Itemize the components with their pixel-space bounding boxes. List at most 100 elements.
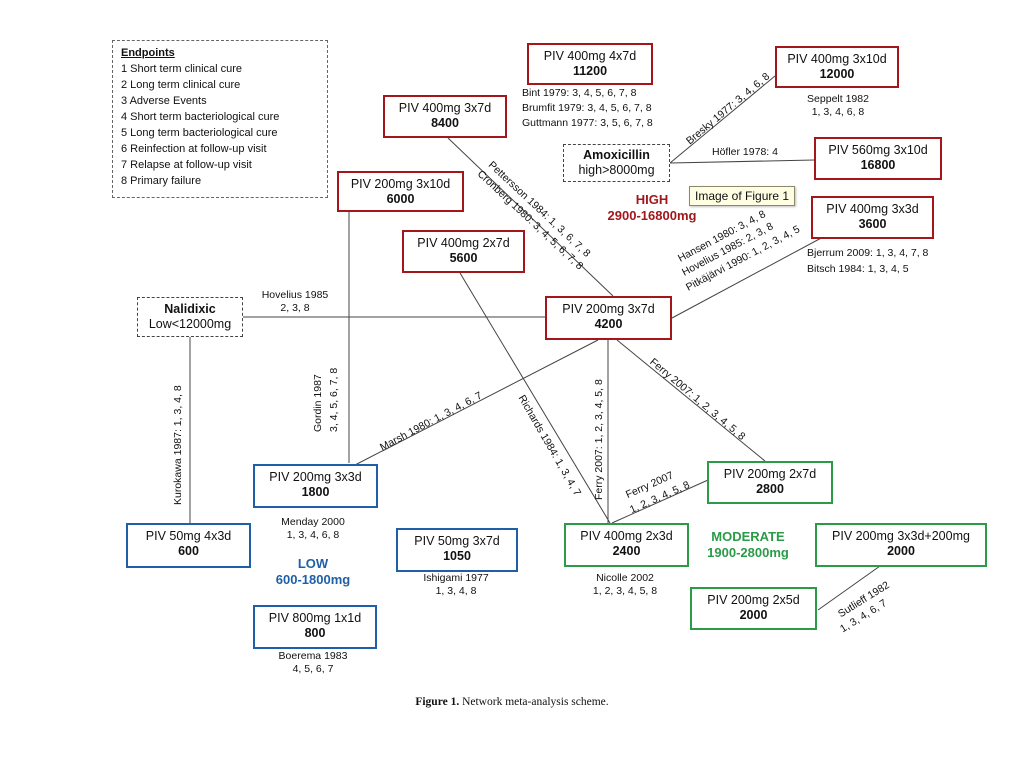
study-endpoints: 1, 3, 4, 6, 8: [286, 529, 340, 541]
category-range: 600-1800mg: [275, 572, 351, 587]
node-piv400-2x7d: PIV 400mg 2x7d 5600: [402, 230, 525, 273]
caption-text: Network meta-analysis scheme.: [462, 696, 609, 708]
study-endpoints: 1, 2, 3, 4, 5, 8: [592, 585, 658, 597]
study-label-guttmann: Guttmann 1977: 3, 5, 6, 7, 8: [522, 117, 653, 129]
node-label: PIV 200mg 3x10d: [350, 177, 451, 191]
edge-4200-1800: [354, 339, 599, 466]
edge-5600-2400: [459, 272, 611, 524]
node-piv200-3x3d: PIV 200mg 3x3d 1800: [253, 464, 378, 508]
node-dose: 2800: [756, 482, 784, 496]
node-piv400-3x10d: PIV 400mg 3x10d 12000: [775, 46, 899, 88]
node-piv200-2x5d: PIV 200mg 2x5d 2000: [690, 587, 817, 630]
node-piv200-3x3d-200: PIV 200mg 3x3d+200mg 2000: [815, 523, 987, 567]
node-piv800-1x1d: PIV 800mg 1x1d 800: [253, 605, 377, 649]
study-name: Boerema 1983: [278, 650, 348, 662]
category-label: HIGH: [635, 192, 669, 207]
node-dose: 2400: [612, 544, 641, 558]
node-piv50-4x3d: PIV 50mg 4x3d 600: [126, 523, 251, 568]
node-dose: 12000: [819, 67, 855, 81]
legend-item: 3 Adverse Events: [121, 95, 207, 107]
node-dose: high>8000mg: [578, 163, 655, 177]
node-amoxicillin: Amoxicillin high>8000mg: [563, 144, 670, 182]
endpoints-legend: Endpoints 1 Short term clinical cure 2 L…: [112, 40, 328, 198]
study-name: Nicolle 2002: [596, 572, 654, 584]
study-name: Hovelius 1985: [261, 289, 329, 301]
category-low: LOW 600-1800mg: [263, 556, 363, 588]
node-dose: 1800: [301, 485, 330, 499]
node-label: Nalidixic: [164, 302, 216, 316]
edge-amox-16800: [669, 159, 815, 164]
category-label: MODERATE: [711, 529, 785, 544]
node-label: PIV 200mg 3x7d: [562, 302, 655, 316]
node-piv400-3x3d: PIV 400mg 3x3d 3600: [811, 196, 934, 239]
node-label: PIV 200mg 3x3d+200mg: [832, 529, 970, 543]
caption-label: Figure 1.: [415, 696, 460, 708]
study-label-bjerrum: Bjerrum 2009: 1, 3, 4, 7, 8: [807, 247, 929, 259]
node-piv200-3x7d: PIV 200mg 3x7d 4200: [545, 296, 672, 340]
legend-item: 6 Reinfection at follow-up visit: [121, 143, 267, 155]
node-dose: 800: [304, 626, 326, 640]
study-label-gordin-a: Gordin 1987: [312, 374, 324, 432]
study-endpoints: 2, 3, 8: [280, 302, 310, 314]
node-dose: 4200: [594, 317, 623, 331]
node-dose: 6000: [386, 192, 415, 206]
study-endpoints: 4, 5, 6, 7: [292, 663, 334, 675]
node-dose: 600: [178, 544, 199, 558]
node-dose: 5600: [449, 251, 478, 265]
node-piv200-2x7d: PIV 200mg 2x7d 2800: [707, 461, 833, 504]
node-nalidixic: Nalidixic Low<12000mg: [137, 297, 243, 337]
study-endpoints: 1, 3, 4, 6, 8: [811, 106, 865, 118]
study-label-brumfit: Brumfit 1979: 3, 4, 5, 6, 7, 8: [522, 102, 652, 114]
node-label: PIV 800mg 1x1d: [268, 611, 362, 625]
legend-item: 4 Short term bacteriological cure: [121, 111, 280, 123]
legend-item: 1 Short term clinical cure: [121, 63, 243, 75]
node-label: PIV 560mg 3x10d: [828, 143, 928, 157]
category-label: LOW: [297, 556, 329, 571]
edge-8400-4200: [447, 137, 614, 297]
category-moderate: MODERATE 1900-2800mg: [694, 529, 802, 561]
node-label: Amoxicillin: [583, 148, 650, 162]
node-dose: 16800: [860, 158, 896, 172]
study-label-ferry-vertical: Ferry 2007: 1, 2, 3, 4, 5, 8: [593, 379, 605, 500]
node-piv400-4x7d: PIV 400mg 4x7d 11200: [527, 43, 653, 85]
node-dose: 3600: [858, 217, 887, 231]
node-dose: 1050: [443, 549, 471, 563]
legend-item: 2 Long term clinical cure: [121, 79, 241, 91]
node-label: PIV 400mg 3x7d: [398, 101, 492, 115]
edge-amox-12000: [669, 75, 776, 164]
node-label: PIV 400mg 4x7d: [543, 49, 637, 63]
study-endpoints: 1, 3, 4, 8: [435, 585, 477, 597]
category-high: HIGH 2900-16800mg: [590, 192, 714, 224]
node-piv400-3x7d: PIV 400mg 3x7d 8400: [383, 95, 507, 138]
node-label: PIV 400mg 3x3d: [826, 202, 919, 216]
node-label: PIV 400mg 2x3d: [580, 529, 673, 543]
node-piv400-2x3d: PIV 400mg 2x3d 2400: [564, 523, 689, 567]
node-label: PIV 400mg 3x10d: [787, 52, 887, 66]
edge-4200-2800: [616, 339, 766, 462]
study-label-bint: Bint 1979: 3, 4, 5, 6, 7, 8: [522, 87, 637, 99]
figure-caption: Figure 1. Network meta-analysis scheme.: [0, 696, 1024, 708]
study-label-gordin-b: 3, 4, 5, 6, 7, 8: [328, 367, 340, 432]
study-label-kurokawa: Kurokawa 1987: 1, 3, 4, 8: [172, 385, 184, 505]
category-range: 1900-2800mg: [707, 545, 789, 560]
legend-item: 7 Relapse at follow-up visit: [121, 159, 252, 171]
study-label-hoefler: Höfler 1978: 4: [712, 146, 778, 158]
study-name: Ishigami 1977: [423, 572, 489, 584]
study-label-boerema: Boerema 1983 4, 5, 6, 7: [263, 650, 363, 676]
legend-item: 5 Long term bacteriological cure: [121, 127, 278, 139]
edge-2400-2800: [611, 479, 709, 524]
edge-4200-3600: [671, 235, 826, 319]
node-label: PIV 50mg 4x3d: [145, 529, 232, 543]
category-range: 2900-16800mg: [607, 208, 697, 223]
node-label: PIV 200mg 2x7d: [723, 467, 817, 481]
node-label: PIV 200mg 2x5d: [707, 593, 800, 607]
legend-item: 8 Primary failure: [121, 175, 202, 187]
study-label-nicolle: Nicolle 2002 1, 2, 3, 4, 5, 8: [575, 572, 675, 598]
node-dose: 2000: [887, 544, 915, 558]
edge-2000-2000: [817, 565, 881, 611]
study-label-bitsch: Bitsch 1984: 1, 3, 4, 5: [807, 263, 909, 275]
node-piv200-3x10d: PIV 200mg 3x10d 6000: [337, 171, 464, 212]
study-label-menday: Menday 2000 1, 3, 4, 6, 8: [263, 516, 363, 542]
node-label: PIV 50mg 3x7d: [414, 534, 500, 548]
